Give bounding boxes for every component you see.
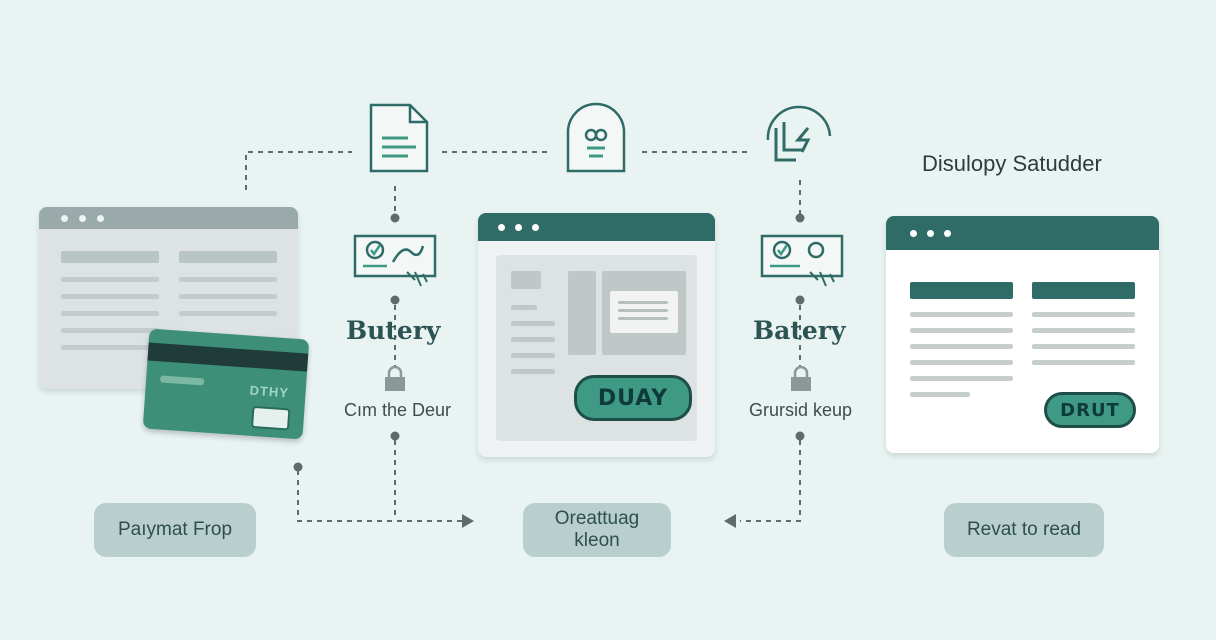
center-window-titlebar	[478, 213, 715, 241]
window-dot-icon	[927, 230, 934, 237]
bottom-label-processing: Oreattuag kleon	[523, 503, 671, 557]
content-line	[1032, 344, 1135, 349]
content-line	[910, 312, 1013, 317]
window-dot-icon	[944, 230, 951, 237]
center-window: DUAY	[478, 213, 715, 457]
content-line	[511, 321, 555, 326]
card-line	[159, 375, 205, 386]
step-heading-right: Batery	[753, 316, 846, 345]
content-line	[61, 251, 159, 263]
content-line	[618, 317, 668, 320]
bottom-label-payment: Paıymat Frop	[94, 503, 256, 557]
content-line	[618, 301, 668, 304]
content-line	[1032, 360, 1135, 365]
content-line	[511, 271, 541, 289]
card-chip	[251, 405, 291, 431]
right-window: DRUT	[886, 216, 1159, 453]
content-line	[910, 360, 1013, 365]
diagram-title: Disulopy Satudder	[922, 151, 1102, 176]
content-line	[179, 311, 277, 316]
center-window-sidebar	[568, 271, 596, 355]
window-dot-icon	[532, 224, 539, 231]
lock-icon	[791, 366, 811, 391]
sync-arrows-icon	[766, 105, 832, 162]
content-line	[179, 251, 277, 263]
step-caption-left: Cım the Deur	[344, 400, 452, 420]
content-line	[61, 277, 159, 282]
window-dot-icon	[97, 215, 104, 222]
content-line	[910, 392, 970, 397]
content-line	[511, 369, 555, 374]
content-line	[61, 345, 159, 350]
center-window-inner-doc	[610, 291, 678, 333]
document-icon	[369, 103, 429, 173]
content-line	[511, 353, 555, 358]
content-line	[1032, 312, 1135, 317]
window-dot-icon	[910, 230, 917, 237]
content-line	[511, 305, 537, 310]
content-line	[910, 344, 1013, 349]
left-window-titlebar	[39, 207, 298, 229]
card-label: DTHY	[249, 382, 290, 401]
bottom-label-ready: Revat to read	[944, 503, 1104, 557]
card-magnetic-stripe	[147, 342, 309, 372]
content-line	[910, 282, 1013, 299]
payment-check-icon	[353, 234, 437, 287]
credit-card: DTHY	[142, 328, 310, 440]
step-caption-right: Grursid keup	[749, 400, 853, 420]
security-shield-icon	[566, 102, 626, 173]
window-dot-icon	[79, 215, 86, 222]
window-dot-icon	[61, 215, 68, 222]
content-line	[511, 337, 555, 342]
content-line	[910, 376, 1013, 381]
step-heading-left: Butery	[346, 316, 441, 345]
window-dot-icon	[498, 224, 505, 231]
payment-check-icon	[760, 234, 844, 287]
center-action-button[interactable]: DUAY	[574, 375, 692, 421]
bottom-label-processing-text: Oreattuag kleon	[554, 508, 640, 551]
content-line	[1032, 328, 1135, 333]
content-line	[910, 328, 1013, 333]
content-line	[61, 328, 159, 333]
content-line	[618, 309, 668, 312]
right-window-titlebar	[886, 216, 1159, 250]
content-line	[1032, 282, 1135, 299]
window-dot-icon	[515, 224, 522, 231]
content-line	[61, 294, 159, 299]
content-line	[179, 277, 277, 282]
right-action-button[interactable]: DRUT	[1044, 392, 1136, 428]
content-line	[179, 294, 277, 299]
content-line	[61, 311, 159, 316]
lock-icon	[385, 366, 405, 391]
